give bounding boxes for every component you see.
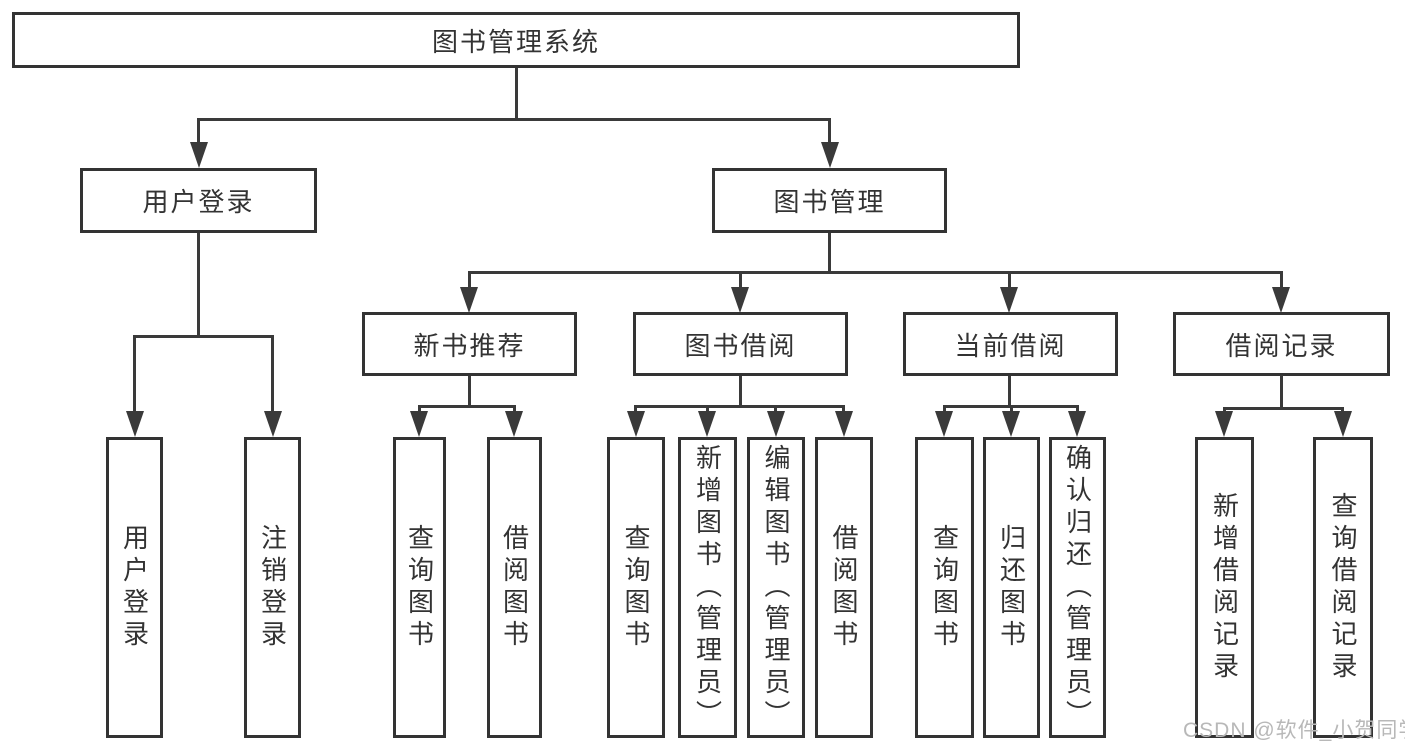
node-user-login: 用户登录 bbox=[80, 168, 317, 233]
connector-line bbox=[418, 405, 516, 408]
arrow-down-icon bbox=[698, 411, 716, 437]
leaf-cb-query-book: 查询图书 bbox=[915, 437, 974, 738]
arrow-down-icon bbox=[190, 142, 208, 168]
leaf-bb-add-book: 新增图书（管理员） bbox=[678, 437, 737, 738]
connector-line bbox=[634, 405, 845, 408]
leaf-br-add-record: 新增借阅记录 bbox=[1195, 437, 1254, 738]
arrow-down-icon bbox=[627, 411, 645, 437]
connector-line bbox=[828, 118, 831, 152]
watermark-text: CSDN @软件_小贺同学 bbox=[1183, 719, 1405, 742]
leaf-user-login: 用户登录 bbox=[106, 437, 163, 738]
leaf-bb-borrow-book-label: 借阅图书 bbox=[829, 523, 859, 652]
leaf-bb-add-book-label: 新增图书（管理员） bbox=[692, 443, 723, 732]
connector-line bbox=[1008, 376, 1011, 408]
leaf-nb-query-book: 查询图书 bbox=[393, 437, 446, 738]
node-new-book-recommend-label: 新书推荐 bbox=[413, 330, 526, 361]
node-new-book-recommend: 新书推荐 bbox=[362, 312, 577, 376]
leaf-br-add-record-label: 新增借阅记录 bbox=[1209, 491, 1240, 684]
arrow-down-icon bbox=[1068, 411, 1086, 437]
leaf-bb-edit-book: 编辑图书（管理员） bbox=[747, 437, 805, 738]
node-root-label: 图书管理系统 bbox=[431, 26, 600, 57]
connector-line bbox=[1280, 271, 1283, 296]
leaf-nb-query-book-label: 查询图书 bbox=[404, 523, 435, 652]
node-book-management-label: 图书管理 bbox=[773, 187, 886, 217]
arrow-down-icon bbox=[731, 287, 749, 313]
arrow-down-icon bbox=[1215, 411, 1233, 437]
connector-line bbox=[133, 335, 274, 338]
arrow-down-icon bbox=[835, 411, 853, 437]
node-borrow-record: 借阅记录 bbox=[1173, 312, 1390, 376]
connector-line bbox=[739, 271, 742, 296]
connector-line bbox=[197, 118, 831, 121]
leaf-nb-borrow-book-label: 借阅图书 bbox=[499, 523, 530, 652]
leaf-user-login-label: 用户登录 bbox=[119, 523, 150, 652]
arrow-down-icon bbox=[1002, 411, 1020, 437]
leaf-logout: 注销登录 bbox=[244, 437, 301, 738]
connector-line bbox=[197, 118, 200, 152]
connector-line bbox=[1008, 271, 1011, 296]
leaf-cb-return-book-label: 归还图书 bbox=[996, 523, 1027, 652]
connector-line bbox=[133, 335, 136, 420]
connector-line bbox=[271, 335, 274, 420]
arrow-down-icon bbox=[821, 142, 839, 168]
arrow-down-icon bbox=[935, 411, 953, 437]
leaf-cb-confirm-return: 确认归还（管理员） bbox=[1049, 437, 1106, 738]
leaf-logout-label: 注销登录 bbox=[257, 523, 288, 652]
arrow-down-icon bbox=[264, 411, 282, 437]
leaf-bb-query-book-label: 查询图书 bbox=[621, 523, 651, 652]
connector-line bbox=[1223, 407, 1344, 410]
leaf-bb-query-book: 查询图书 bbox=[607, 437, 665, 738]
arrow-down-icon bbox=[505, 411, 523, 437]
leaf-bb-borrow-book: 借阅图书 bbox=[815, 437, 873, 738]
arrow-down-icon bbox=[767, 411, 785, 437]
arrow-down-icon bbox=[410, 411, 428, 437]
arrow-down-icon bbox=[1334, 411, 1352, 437]
leaf-cb-return-book: 归还图书 bbox=[983, 437, 1040, 738]
arrow-down-icon bbox=[460, 287, 478, 313]
arrow-down-icon bbox=[126, 411, 144, 437]
node-book-borrow: 图书借阅 bbox=[633, 312, 848, 376]
connector-line bbox=[468, 376, 471, 408]
connector-line bbox=[515, 68, 518, 121]
leaf-nb-borrow-book: 借阅图书 bbox=[487, 437, 542, 738]
connector-line bbox=[828, 233, 831, 274]
node-book-borrow-label: 图书借阅 bbox=[684, 330, 797, 361]
connector-line bbox=[739, 376, 742, 408]
node-current-borrow-label: 当前借阅 bbox=[954, 330, 1067, 361]
node-user-login-label: 用户登录 bbox=[142, 187, 255, 217]
leaf-bb-edit-book-label: 编辑图书（管理员） bbox=[761, 443, 791, 732]
leaf-cb-confirm-return-label: 确认归还（管理员） bbox=[1062, 443, 1093, 732]
connector-line bbox=[1280, 375, 1283, 410]
node-book-management: 图书管理 bbox=[712, 168, 947, 233]
node-borrow-record-label: 借阅记录 bbox=[1225, 330, 1338, 361]
arrow-down-icon bbox=[1000, 287, 1018, 313]
leaf-br-query-record: 查询借阅记录 bbox=[1313, 437, 1373, 738]
connector-line bbox=[468, 271, 1283, 274]
node-root: 图书管理系统 bbox=[12, 12, 1020, 68]
leaf-cb-query-book-label: 查询图书 bbox=[929, 523, 960, 652]
connector-line bbox=[197, 233, 200, 338]
connector-line bbox=[468, 271, 471, 296]
leaf-br-query-record-label: 查询借阅记录 bbox=[1328, 491, 1358, 684]
arrow-down-icon bbox=[1272, 287, 1290, 313]
node-current-borrow: 当前借阅 bbox=[903, 312, 1118, 376]
